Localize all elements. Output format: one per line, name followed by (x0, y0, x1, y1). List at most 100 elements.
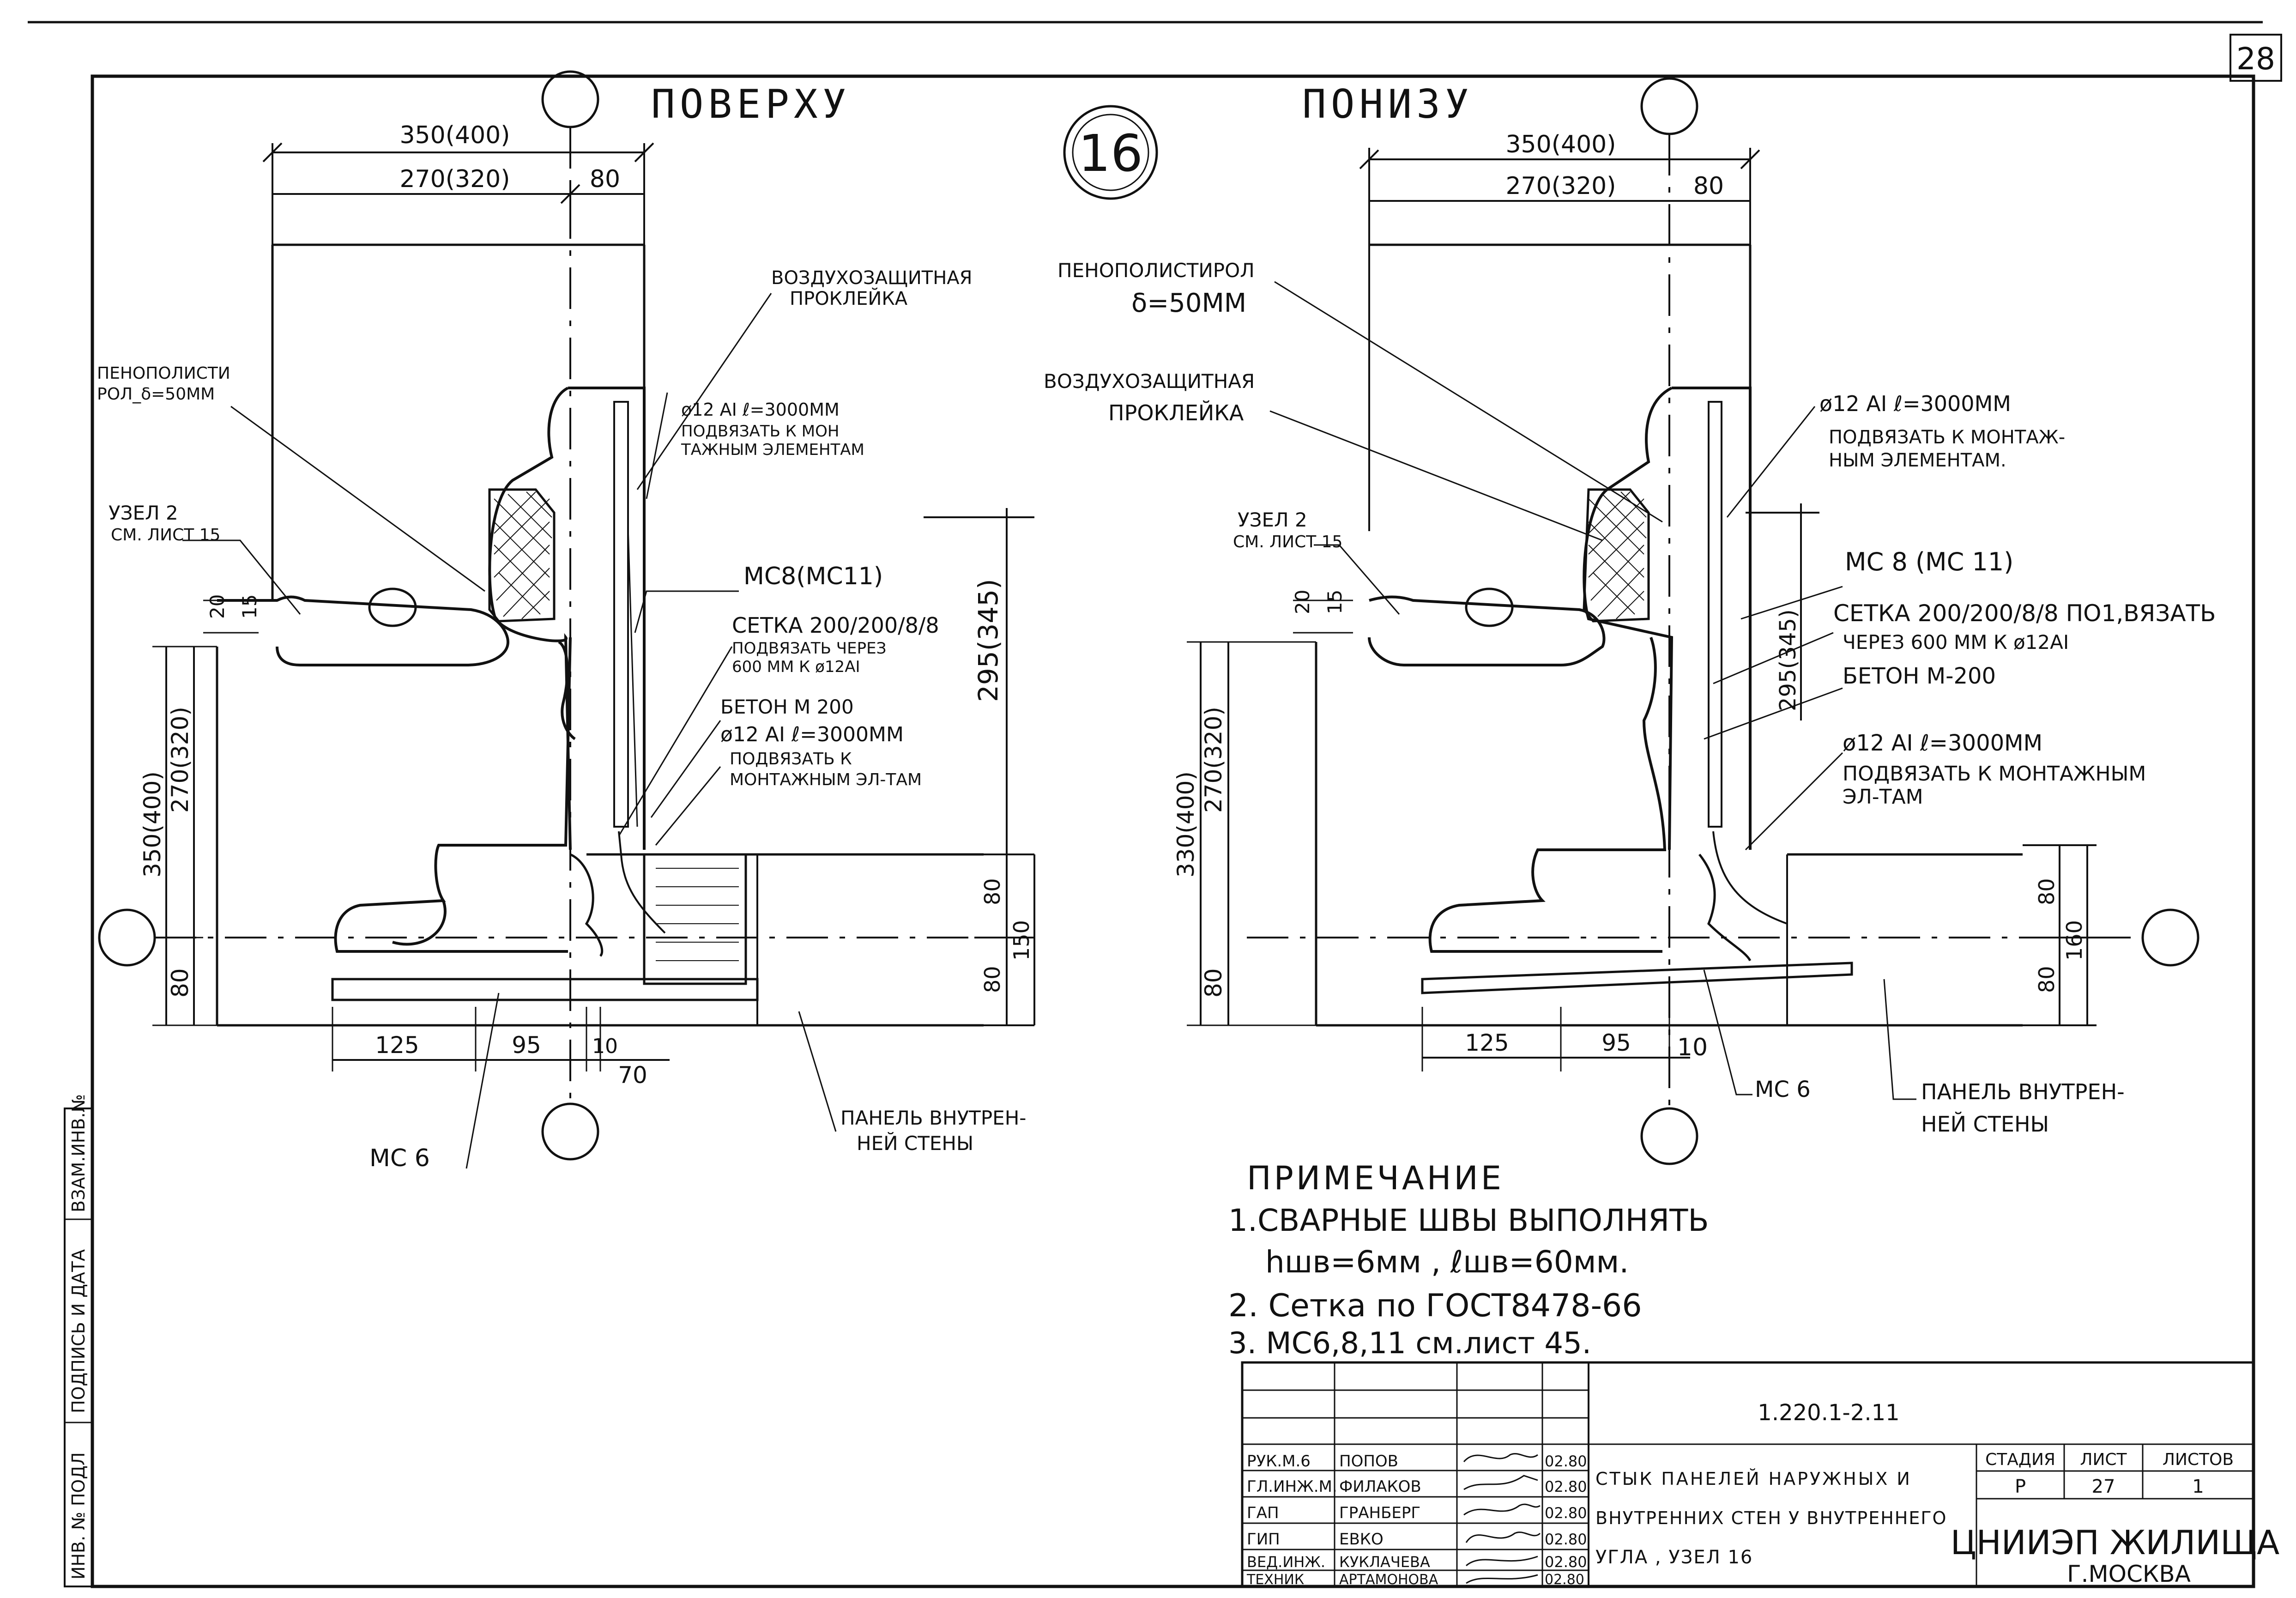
right-label-concrete: БЕТОН М-200 (1843, 663, 1996, 689)
right-label-mc6: МС 6 (1755, 1077, 1811, 1102)
right-dim-80c: 80 (2034, 966, 2059, 993)
tb-sheets: 1 (2192, 1476, 2204, 1497)
left-label-rebar1-1: ø12 АI ℓ=3000ММ (681, 400, 840, 420)
tb-role-4: ГИП (1247, 1530, 1280, 1549)
left-dim-b: 80 (590, 165, 620, 193)
left-axis-bottom (541, 1102, 599, 1161)
right-label-mesh-1: СЕТКА 200/200/8/8 ПО1,ВЯЗАТЬ (1833, 600, 2216, 627)
right-dim-15: 15 (1323, 590, 1346, 614)
sheet-frame (91, 74, 2255, 1588)
tb-name-3: ГРАНБЕРГ (1339, 1504, 1420, 1522)
tb-date-6: 02.80 (1545, 1572, 1584, 1588)
right-title: ПОНИЗУ (1302, 81, 1474, 127)
right-label-node-2: СМ. ЛИСТ 15 (1233, 533, 1342, 551)
right-label-rebar2-1: ø12 АI ℓ=3000ММ (1843, 730, 2042, 756)
tb-desc-3: УГЛА , УЗЕЛ 16 (1595, 1547, 1753, 1568)
note-3: 3. МС6,8,11 см.лист 45. (1228, 1326, 1591, 1361)
left-label-node-2: СМ. ЛИСТ 15 (111, 526, 220, 545)
left-label-rebar2-1: ø12 АI ℓ=3000ММ (720, 723, 904, 746)
tb-role-2: ГЛ.ИНЖ.М. (1247, 1477, 1337, 1496)
left-axis-top (541, 70, 599, 128)
left-label-mc: МС8(МС11) (743, 563, 883, 590)
side-stamp (64, 1108, 93, 1587)
left-dim-70: 70 (618, 1062, 647, 1089)
title-block: 1.220.1-2.11 РУК.М.6 ПОПОВ 02.80 ГЛ.ИНЖ.… (1241, 1361, 2279, 1588)
left-axis-side (98, 908, 156, 967)
tb-date-4: 02.80 (1545, 1531, 1587, 1548)
tb-date-3: 02.80 (1545, 1504, 1587, 1522)
tb-role-3: ГАП (1247, 1504, 1279, 1522)
tb-name-6: АРТАМОНОВА (1339, 1572, 1438, 1588)
right-dim-125: 125 (1465, 1029, 1509, 1056)
page-number-box (2230, 34, 2282, 82)
tb-code: 1.220.1-2.11 (1758, 1400, 1899, 1426)
tb-name-1: ПОПОВ (1339, 1452, 1398, 1471)
tb-stage-header: СТАДИЯ (1985, 1450, 2055, 1469)
right-label-rebar1-2: ПОДВЯЗАТЬ К МОНТАЖ- (1829, 427, 2065, 448)
side-stamp-2: ПОДПИСЬ И ДАТА (68, 1249, 89, 1413)
tb-desc-2: ВНУТРЕННИХ СТЕН У ВНУТРЕННЕГО (1595, 1508, 1947, 1528)
notes: ПРИМЕЧАНИЕ 1.СВАРНЫЕ ШВЫ ВЫПОЛНЯТЬ hшв=6… (1228, 1159, 1709, 1361)
tb-name-5: КУКЛАЧЕВА (1339, 1553, 1430, 1571)
right-label-node-1: УЗЕЛ 2 (1238, 508, 1307, 531)
left-dim-80b: 80 (980, 878, 1005, 905)
left-label-foam-1: ПЕНОПОЛИСТИ (97, 364, 230, 383)
left-dim-80a: 80 (167, 968, 193, 998)
right-label-foam-2: δ=50ММ (1131, 288, 1246, 318)
tb-stage: Р (2015, 1476, 2026, 1497)
left-label-rebar1-3: ТАЖНЫМ ЭЛЕМЕНТАМ (681, 441, 864, 459)
right-view: 350(400) 270(320) 80 330(400) (1044, 77, 2216, 1165)
node-circle (1063, 105, 1158, 200)
tb-role-1: РУК.М.6 (1247, 1452, 1311, 1471)
left-dim-125: 125 (375, 1032, 419, 1059)
right-label-panel-1: ПАНЕЛЬ ВНУТРЕН- (1921, 1079, 2125, 1104)
tb-date-1: 02.80 (1545, 1453, 1587, 1470)
left-dim-top: 350(400) (399, 121, 510, 149)
right-dim-80a: 80 (1200, 968, 1227, 998)
right-axis-side (2141, 908, 2199, 967)
side-stamp-1: ИНВ. № ПОДЛ (68, 1452, 89, 1580)
node-number: 16 (1078, 124, 1143, 183)
left-label-rebar2-2: ПОДВЯЗАТЬ К (730, 750, 852, 769)
left-title: ПОВЕРХУ (651, 81, 851, 127)
left-label-concrete: БЕТОН М 200 (720, 696, 854, 718)
left-label-rebar2-3: МОНТАЖНЫМ ЭЛ-ТАМ (730, 770, 922, 789)
left-label-panel-1: ПАНЕЛЬ ВНУТРЕН- (840, 1107, 1026, 1129)
right-dim-b: 80 (1693, 172, 1724, 200)
right-dim-top: 350(400) (1505, 131, 1616, 158)
note-1: 1.СВАРНЫЕ ШВЫ ВЫПОЛНЯТЬ (1228, 1203, 1709, 1238)
right-label-rebar1-1: ø12 АI ℓ=3000ММ (1819, 391, 2011, 416)
tb-role-5: ВЕД.ИНЖ. (1247, 1553, 1325, 1571)
left-dim-v270: 270(320) (167, 707, 193, 813)
right-dim-v330: 330(400) (1172, 771, 1199, 878)
tb-sheet-header: ЛИСТ (2080, 1450, 2127, 1469)
left-label-mesh-1: СЕТКА 200/200/8/8 (732, 613, 939, 638)
left-dim-150: 150 (1009, 920, 1034, 961)
left-label-air-1: ВОЗДУХОЗАЩИТНАЯ (771, 267, 972, 289)
tb-sheet: 27 (2092, 1476, 2115, 1497)
left-label-air-2: ПРОКЛЕЙКА (790, 287, 908, 309)
right-label-air-2: ПРОКЛЕЙКА (1108, 400, 1244, 425)
left-dim-80c: 80 (980, 966, 1005, 993)
right-label-mesh-2: ЧЕРЕЗ 600 ММ К ø12АI (1843, 631, 2069, 654)
right-dim-95: 95 (1601, 1029, 1631, 1056)
right-dim-20: 20 (1291, 590, 1314, 614)
right-axis-bottom (1640, 1107, 1698, 1165)
tb-sheets-header: ЛИСТОВ (2163, 1450, 2234, 1469)
right-axis-top (1640, 77, 1698, 135)
right-dim-a: 270(320) (1505, 172, 1616, 200)
right-label-air-1: ВОЗДУХОЗАЩИТНАЯ (1044, 370, 1255, 393)
left-dim-20: 20 (206, 594, 229, 619)
side-stamp-3: ВЗАМ.ИНВ.№ (68, 1094, 89, 1212)
right-dim-v270: 270(320) (1200, 707, 1227, 813)
tb-date-5: 02.80 (1545, 1553, 1587, 1571)
tb-desc-1: СТЫК ПАНЕЛЕЙ НАРУЖНЫХ И (1595, 1469, 1912, 1489)
left-view: 350(400) 270(320) 80 (97, 70, 1035, 1172)
tb-date-2: 02.80 (1545, 1478, 1587, 1495)
tb-name-4: ЕВКО (1339, 1530, 1384, 1549)
left-dim-v350: 350(400) (139, 771, 166, 878)
left-dim-a: 270(320) (399, 165, 510, 193)
right-dim-160: 160 (2062, 920, 2087, 961)
left-dim-10: 10 (592, 1035, 618, 1058)
